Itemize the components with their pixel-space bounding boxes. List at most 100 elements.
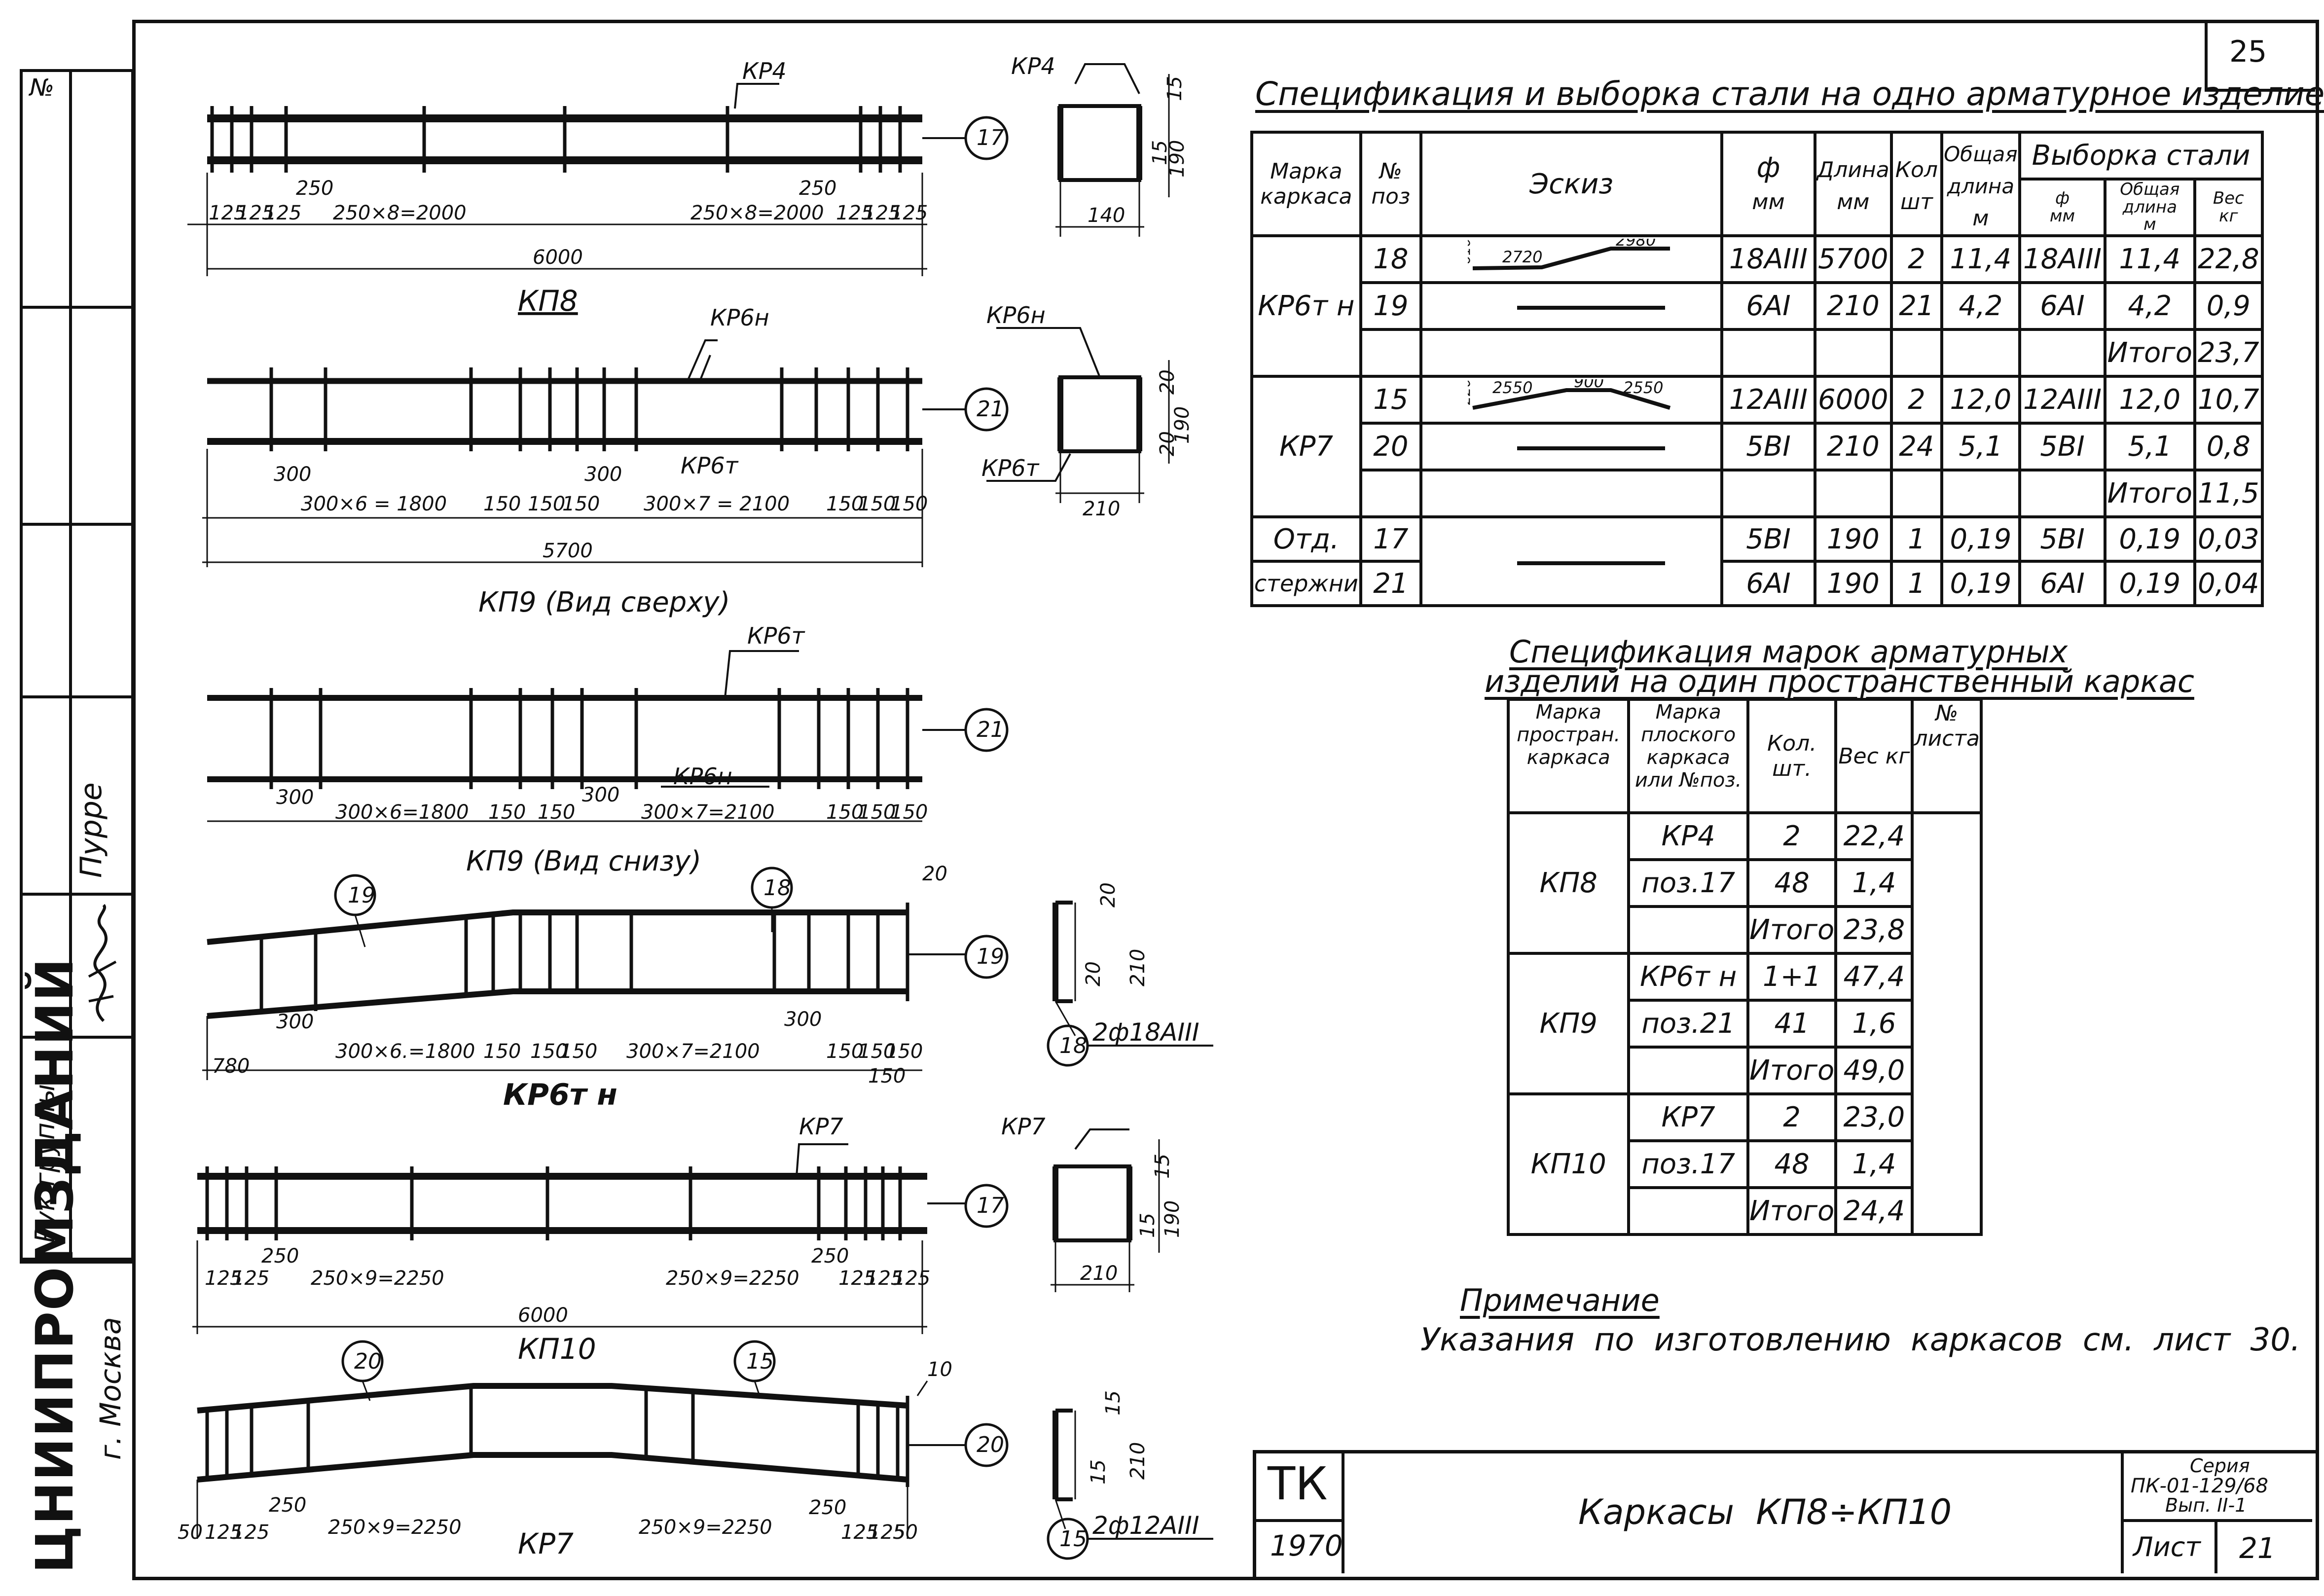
spec-h-phi: ф мм [1720, 131, 1816, 237]
spec-r4-phi: 5ВI [1720, 422, 1816, 472]
note-title: Примечание [1460, 1282, 1660, 1318]
spec-r2-len [1813, 328, 1893, 378]
marks-g1-r2-c: 49,0 [1834, 1046, 1914, 1095]
spec-r1-sketch [1419, 281, 1724, 331]
marks-table: Марка простран. каркаса Марка плоского к… [1506, 698, 1983, 1236]
marks-h-c: Кол. шт. [1746, 698, 1838, 814]
marks-g0-r2-b: Итого [1746, 905, 1838, 955]
title-block [1253, 1450, 2316, 1577]
kp9-top-d150d: 150 [826, 493, 864, 515]
spec-r6-total: 0,19 [1940, 515, 2022, 563]
left-strip-rule-5 [20, 1036, 131, 1039]
spec-r6-stotal: 0,19 [2103, 515, 2196, 563]
marks-g2-r2-c: 24,4 [1834, 1186, 1914, 1236]
spec-r6-w: 0,03 [2193, 515, 2264, 563]
kp8-dim-125c: 125 [264, 202, 301, 224]
marks-g0-r1-c: 1,4 [1834, 858, 1914, 908]
left-strip-rule-3 [20, 695, 131, 698]
spec-r7-len: 190 [1813, 560, 1893, 607]
kp8-dim-125f: 125 [890, 202, 928, 224]
kp9-top-d150c: 150 [562, 493, 600, 515]
spec-r0-stotal: 11,4 [2103, 234, 2196, 284]
marks-g2-r2-b: Итого [1746, 1186, 1838, 1236]
table-row: 19 6АI 210 21 4,2 6АI 4,2 0,9 [1252, 281, 2264, 331]
kp10b-bar-circ: 15 [1059, 1526, 1087, 1552]
tb-divider-5 [2215, 1519, 2217, 1573]
spec-r4-sphi: 5ВI [2018, 422, 2106, 472]
org-name: ЦНИИПРОМЗДАНИЙ [25, 957, 85, 1573]
table-row: Итого 23,7 [1252, 328, 2264, 378]
marks-g1-r2-b: Итого [1746, 1046, 1838, 1095]
marks-g1-r0-b: 1+1 [1746, 952, 1838, 1002]
kp9-top-d150e: 150 [858, 493, 896, 515]
sketch-bar-15: 220 2550 900 2550 [1457, 372, 1671, 410]
spec-r2-total [1940, 328, 2022, 378]
kp9-bot-sec-h: 210 [1126, 949, 1149, 986]
kp10-tag-right: КР7 [1001, 1113, 1046, 1140]
kp10-section [1051, 1128, 1160, 1292]
table-row: Отд. 17 5ВI 190 1 0,19 5ВI 0,19 0,03 [1250, 515, 2264, 607]
spec-r5-phi [1720, 469, 1816, 518]
marks-h-d: Вес кг [1834, 698, 1914, 814]
table-row: 20 5ВI 210 24 5,1 5ВI 5,1 0,8 [1252, 422, 2264, 472]
spec-r5-sphi [2018, 469, 2106, 518]
kp8-sec-w: 140 [1088, 204, 1125, 227]
sheet-num-label: № [30, 74, 54, 102]
spec-r1-pos: 19 [1359, 281, 1422, 331]
sketch-bar-18: 610 2720 2980 [1457, 231, 1670, 270]
kp9-top-tag-bot: КР6т [681, 452, 739, 479]
spec-r4-len: 210 [1813, 422, 1893, 472]
kp10-d125e: 125 [893, 1267, 930, 1290]
spec-r7-pos: 21 [1359, 560, 1422, 607]
marks-g1-r2-a [1627, 1046, 1749, 1095]
kp10b-bar-label: 2ф12АIII [1092, 1511, 1199, 1540]
kp10-sec-w: 210 [1080, 1262, 1118, 1285]
spec-r0-total: 11,4 [1940, 234, 2022, 284]
spec-r6-qty: 1 [1890, 515, 1943, 563]
kp9-bot-circ-a: 19 [348, 883, 375, 908]
marks-g2-r2-a [1627, 1186, 1749, 1236]
table-row: КП9 КР6т н 1+1 47,4 [1506, 952, 1981, 1095]
left-strip [20, 69, 134, 1264]
spec-h-total-len: Общая длина м [1940, 131, 2022, 237]
marks-g0-r0-b: 2 [1746, 811, 1838, 861]
spec-h-sel-total-unit: м [2143, 215, 2156, 235]
tb-series-2: ПК-01-129/68 [2131, 1475, 2268, 1497]
spec-h-phi-label: ф [1756, 152, 1780, 184]
spec-r5-total [1940, 469, 2022, 518]
kp10b-elevation [196, 1340, 1009, 1539]
spec-r4-stotal: 5,1 [2103, 422, 2196, 472]
kp10b-d125c: 125 [841, 1521, 878, 1544]
spec-r0-qty: 2 [1890, 234, 1943, 284]
kp10b-d2250a: 250×9=2250 [328, 1516, 462, 1539]
spec-r3-len: 6000 [1813, 375, 1893, 425]
marks-g1-mark: КП9 [1506, 952, 1631, 1095]
spec-r4-total: 5,1 [1940, 422, 2022, 472]
tb-divider-3 [2121, 1450, 2124, 1573]
kp10-d125d: 125 [866, 1267, 903, 1290]
spec-r5-pos [1359, 469, 1422, 518]
kp10b-circ-a: 20 [354, 1349, 382, 1374]
spec-h-total-len-label: Общая длина [1944, 142, 2018, 198]
marks-sheet-col [1911, 811, 1983, 1236]
kp9-top-total: 5700 [543, 540, 593, 562]
marks-g0-r1-b: 48 [1746, 858, 1838, 908]
kp9-top-section [986, 327, 1170, 503]
kp10-d125c: 125 [838, 1267, 876, 1290]
kp10b-circ-b: 15 [746, 1349, 774, 1374]
kp9-bot-d2100: 300×7=2100 [626, 1040, 760, 1063]
spec-h-phi-unit: мм [1752, 189, 1785, 215]
kp9-bot-sec-c1: 20 [1097, 882, 1120, 907]
kp10b-d125a: 125 [205, 1521, 242, 1544]
kp9-bot-d20: 20 [922, 863, 947, 885]
table-row: поз.17 48 1,4 [1508, 1139, 1981, 1189]
spec-h-selection: Выборка стали [2018, 131, 2264, 181]
marks-g2-r1-a: поз.17 [1627, 1139, 1749, 1189]
kp9-bot-d150g: 150 [868, 1065, 906, 1088]
table-row: Итого 11,5 [1252, 469, 2264, 518]
kp9-bot-sec-c2: 20 [1082, 961, 1105, 986]
marks-h-a: Марка простран. каркаса [1506, 698, 1631, 814]
spec-r0-w: 22,8 [2193, 234, 2264, 284]
kp8-dim-250b: 250 [799, 177, 836, 200]
kp8-sec-h: 190 [1166, 140, 1189, 178]
